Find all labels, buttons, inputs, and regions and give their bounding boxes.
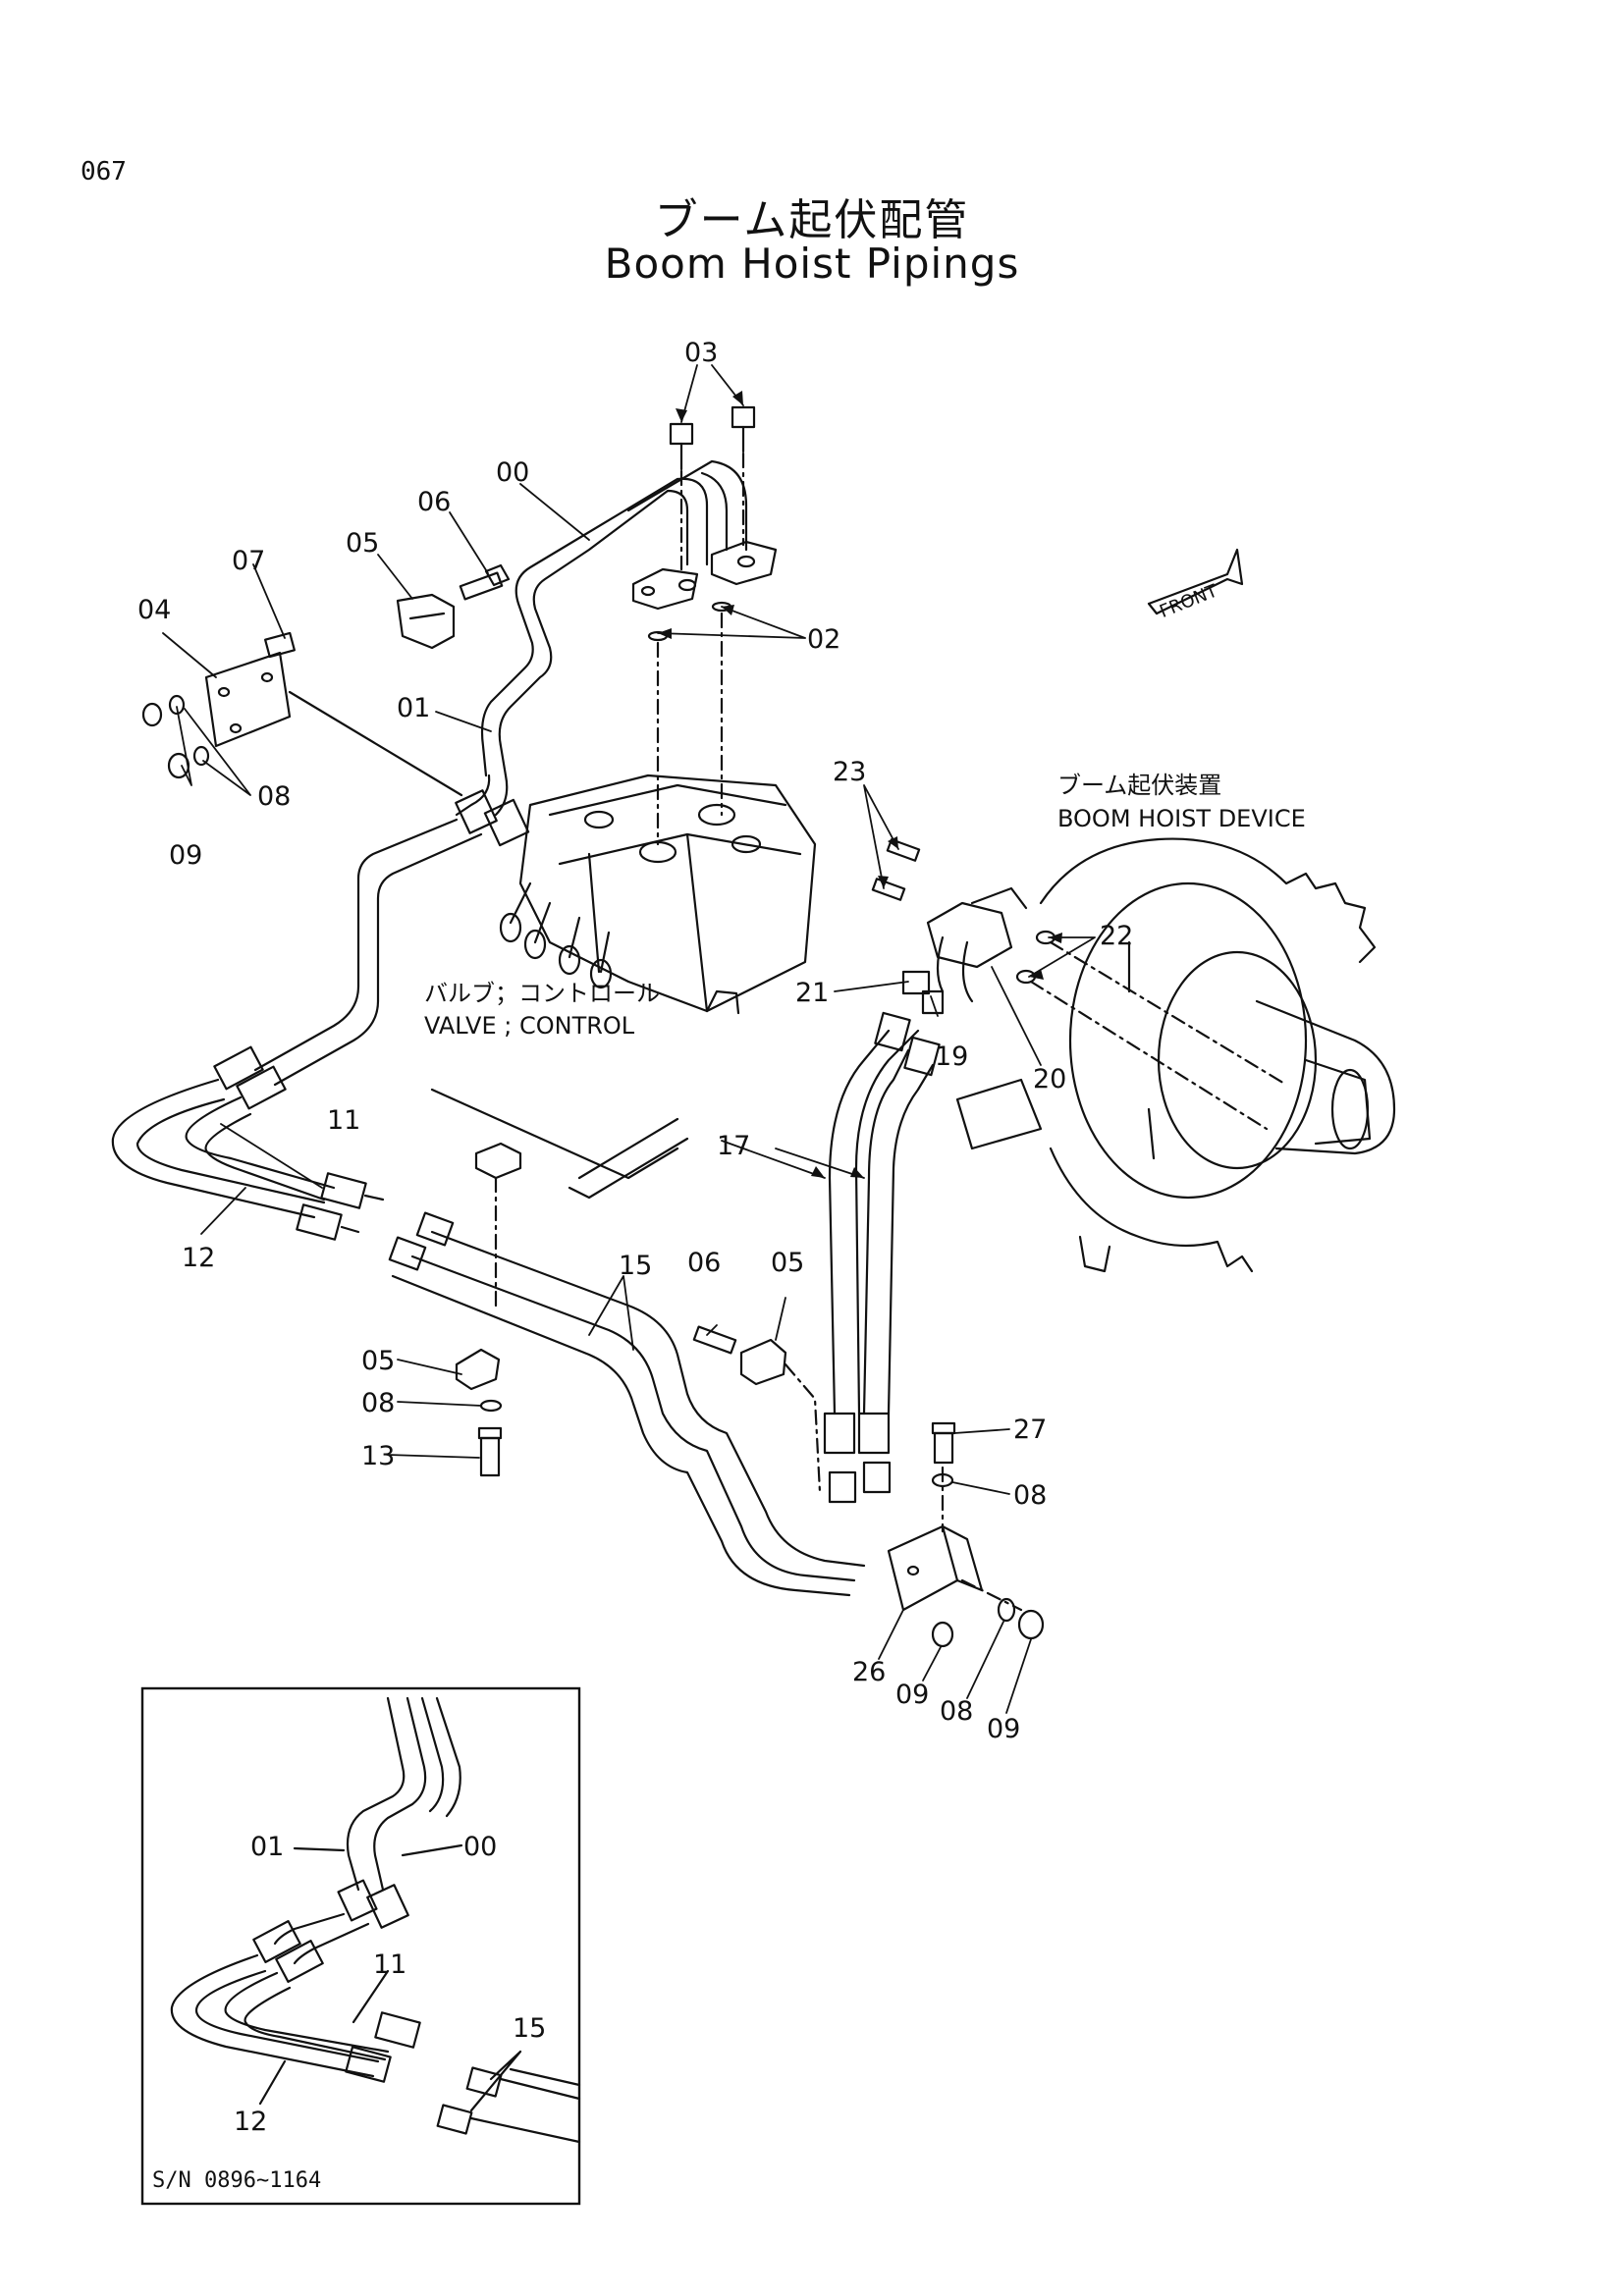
callout-19: 19 [935, 1041, 968, 1072]
flange-drawing [631, 405, 778, 846]
callout-27: 27 [1013, 1415, 1047, 1445]
callout-23: 23 [833, 757, 866, 787]
callout-22: 22 [1100, 921, 1133, 951]
callout-15: 15 [619, 1251, 652, 1281]
valve-label-english: VALVE ; CONTROL [424, 1012, 635, 1040]
device-label-english: BOOM HOIST DEVICE [1057, 805, 1306, 832]
callout-04: 04 [137, 595, 171, 625]
callout-00: 00 [496, 457, 529, 488]
bracket-26-drawing [887, 1421, 1045, 1648]
page-title-japanese: ブーム起伏配管 [654, 195, 970, 245]
cover-plate-drawing [430, 1088, 689, 1308]
plate-04-drawing [141, 631, 463, 797]
inset-serial-variant: 01 00 11 15 12 S/N 0896~1164 [140, 1686, 581, 2206]
callout-11: 11 [327, 1105, 360, 1136]
hoses-11-12-drawing [111, 818, 483, 1241]
inset-callout-01: 01 [250, 1832, 284, 1862]
callout-05-upper: 05 [346, 528, 379, 559]
callout-07: 07 [232, 546, 265, 576]
callout-06-middle: 06 [687, 1248, 721, 1278]
callout-02: 02 [807, 624, 840, 655]
inset-callout-00: 00 [463, 1832, 497, 1862]
callout-17: 17 [717, 1131, 750, 1161]
callout-08-lower: 08 [361, 1388, 395, 1418]
callout-06-upper: 06 [417, 487, 451, 517]
device-label-japanese: ブーム起伏装置 [1057, 772, 1221, 799]
callout-13: 13 [361, 1441, 395, 1471]
callout-26: 26 [852, 1657, 886, 1687]
pipes-15-drawing [388, 1211, 866, 1597]
callout-09-left: 09 [169, 840, 202, 871]
page-title-english: Boom Hoist Pipings [604, 240, 1020, 288]
callout-09-right: 09 [987, 1714, 1020, 1744]
callout-08-right: 08 [1013, 1480, 1047, 1511]
callout-01: 01 [397, 693, 430, 723]
callout-21: 21 [795, 978, 829, 1008]
clamp-middle-drawing [692, 1325, 822, 1494]
valve-label-japanese: バルブ；コントロール [424, 980, 660, 1007]
hoses-17-drawing [823, 1011, 941, 1504]
boom-hoist-device-drawing [955, 837, 1396, 1273]
callout-05-lower: 05 [361, 1346, 395, 1376]
inset-callout-11: 11 [373, 1949, 406, 1980]
inset-callout-15: 15 [513, 2013, 546, 2044]
pipe-00-01-drawing [455, 459, 748, 847]
callout-03: 03 [684, 338, 718, 368]
clamp-upper-drawing [396, 563, 511, 650]
leader-lines [162, 364, 1096, 1714]
device-fittings-drawing [871, 838, 1288, 1131]
callout-labels: 03 00 06 05 07 04 01 02 08 09 23 22 21 1… [137, 338, 1133, 1744]
callout-08-bracket: 08 [940, 1696, 973, 1727]
callout-20: 20 [1033, 1064, 1066, 1095]
callout-08-left: 08 [257, 781, 291, 812]
page-number: 067 [81, 157, 127, 187]
callout-05-middle: 05 [771, 1248, 804, 1278]
inset-callout-12: 12 [234, 2107, 267, 2137]
callout-12: 12 [182, 1243, 215, 1273]
control-valve-drawing [499, 774, 817, 1015]
callout-09-bracket: 09 [895, 1680, 929, 1710]
front-label: FRONT [1157, 580, 1221, 622]
inset-serial-number: S/N 0896~1164 [152, 2168, 321, 2193]
front-arrow-drawing [1147, 548, 1244, 615]
